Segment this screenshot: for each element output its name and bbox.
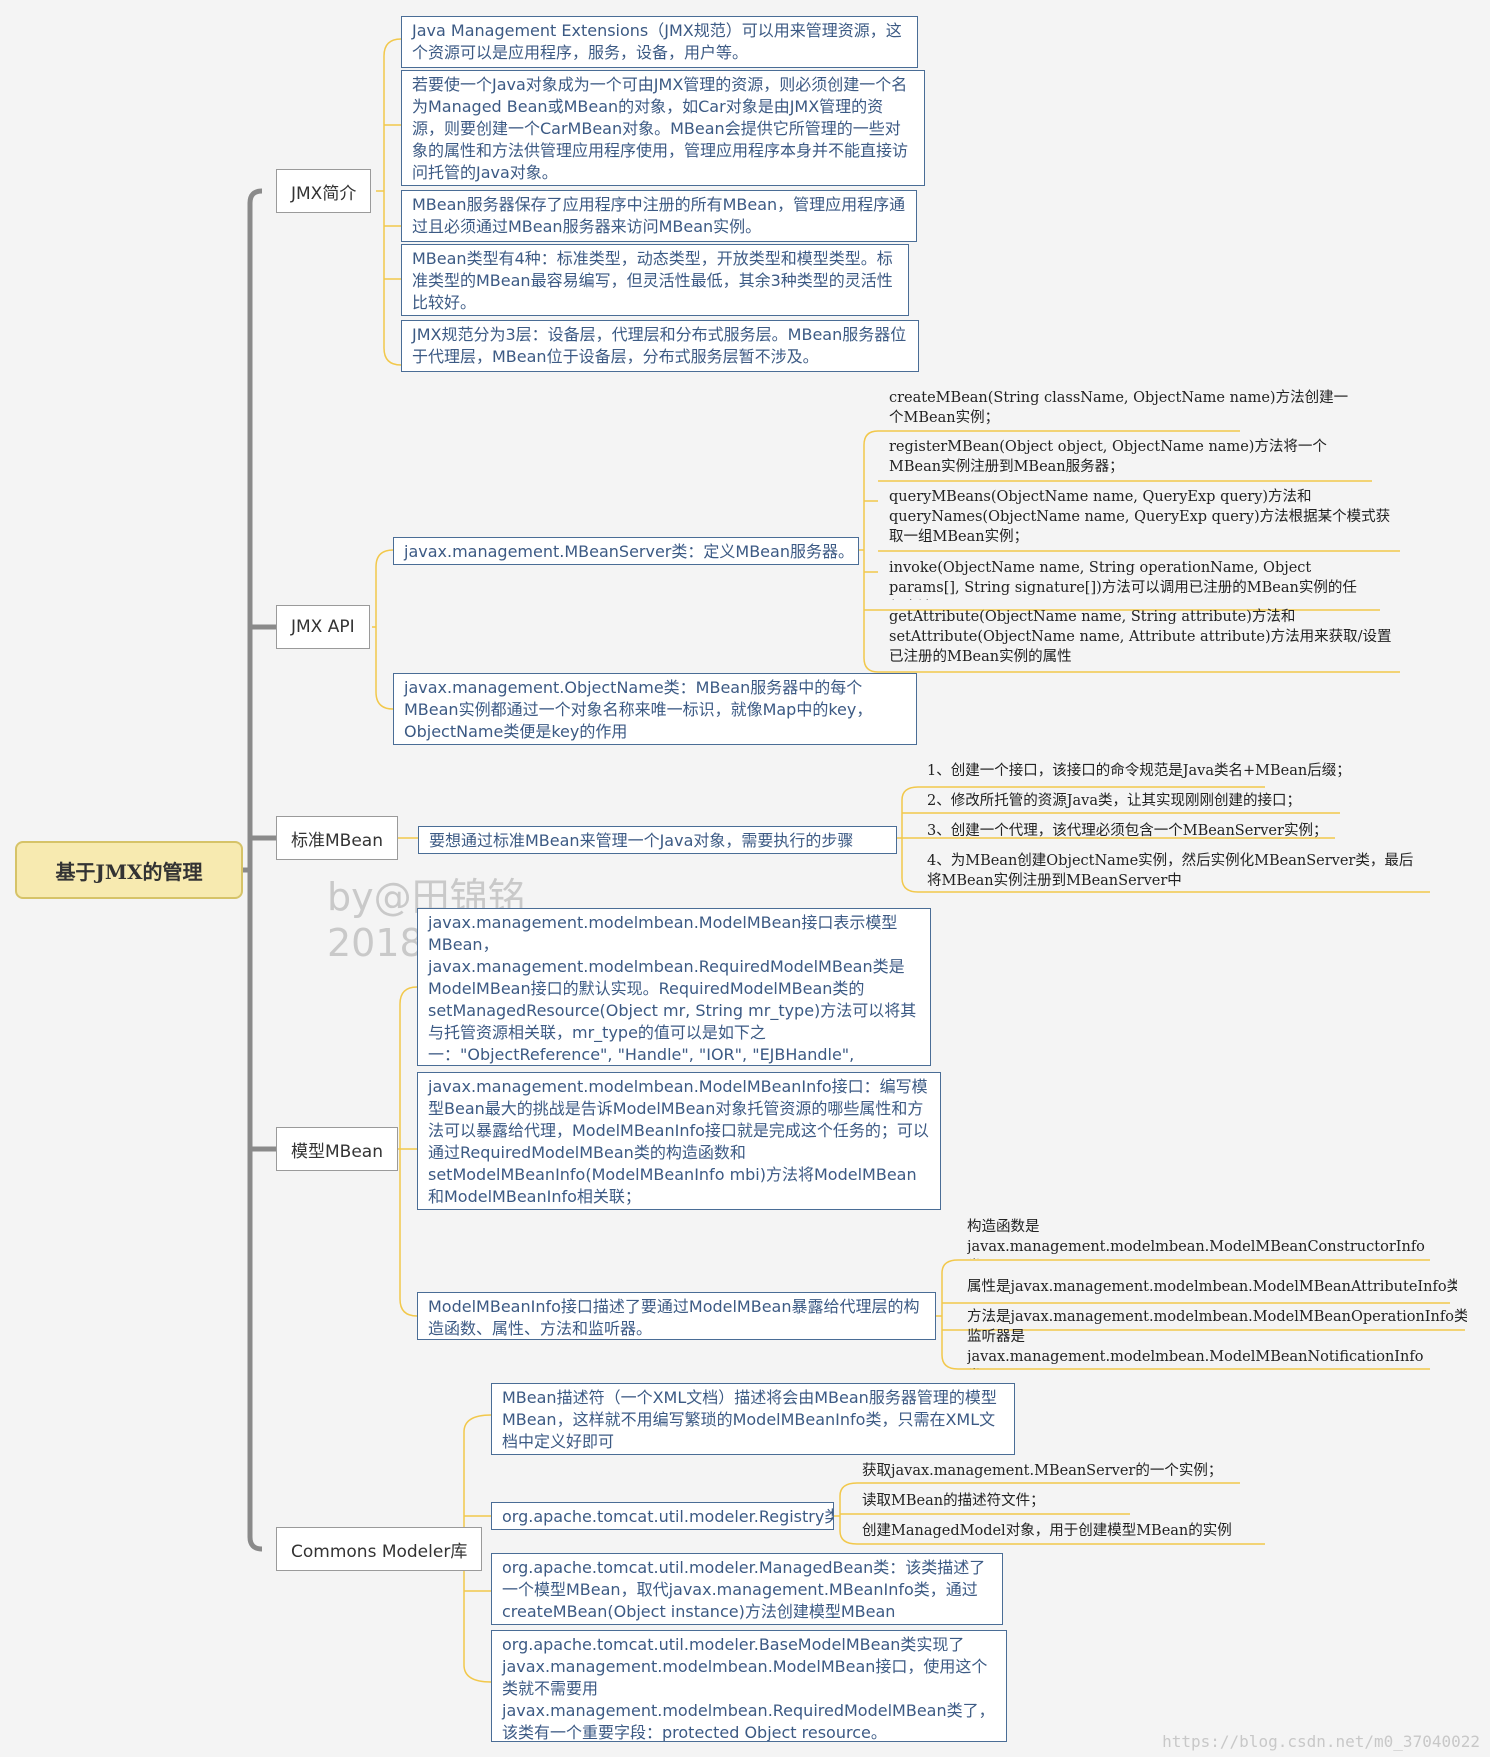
mbeanserver-class-node[interactable]: javax.management.MBeanServer类：定义MBean服务器… xyxy=(393,537,859,565)
step-3: 3、创建一个代理，该代理必须包含一个MBeanServer实例； xyxy=(927,823,1328,839)
registry-class-node[interactable]: org.apache.tomcat.util.modeler.Registry类 xyxy=(491,1502,834,1530)
intro-note-3[interactable]: MBean服务器保存了应用程序中注册的所有MBean，管理应用程序通过且必须通过… xyxy=(401,190,917,242)
method-getattribute: getAttribute(ObjectName name, String att… xyxy=(889,609,1392,665)
step-4: 4、为MBean创建ObjectName实例，然后实例化MBeanServer类… xyxy=(927,853,1414,889)
info-operation: 方法是javax.management.modelmbean.ModelMBea… xyxy=(967,1309,1467,1325)
standard-mbean-steps-node[interactable]: 要想通过标准MBean来管理一个Java对象，需要执行的步骤 xyxy=(418,826,897,854)
method-invoke: invoke(ObjectName name, String operation… xyxy=(889,560,1357,596)
modelmbeaninfo-description-node[interactable]: ModelMBeanInfo接口描述了要通过ModelMBean暴露给代理层的构… xyxy=(417,1292,936,1340)
managedbean-class-node[interactable]: org.apache.tomcat.util.modeler.ManagedBe… xyxy=(491,1553,1003,1625)
mbean-descriptor-node[interactable]: MBean描述符（一个XML文档）描述将会由MBean服务器管理的模型MBean… xyxy=(491,1383,1015,1455)
registry-item-1: 获取javax.management.MBeanServer的一个实例； xyxy=(862,1463,1223,1479)
topic-commons-modeler[interactable]: Commons Modeler库 xyxy=(276,1527,483,1571)
topic-standard-mbean[interactable]: 标准MBean xyxy=(276,816,398,860)
step-2: 2、修改所托管的资源Java类，让其实现刚刚创建的接口； xyxy=(927,793,1302,809)
registry-item-3: 创建ManagedModel对象，用于创建模型MBean的实例 xyxy=(862,1523,1232,1539)
method-querymbeans: queryMBeans(ObjectName name, QueryExp qu… xyxy=(889,489,1391,545)
step-1: 1、创建一个接口，该接口的命令规范是Java类名+MBean后缀； xyxy=(927,763,1351,779)
modelmbean-interface-node[interactable]: javax.management.modelmbean.ModelMBean接口… xyxy=(417,908,931,1066)
root-topic[interactable]: 基于JMX的管理 xyxy=(15,841,243,899)
info-constructor: 构造函数是javax.management.modelmbean.ModelMB… xyxy=(967,1219,1425,1255)
intro-note-5[interactable]: JMX规范分为3层：设备层，代理层和分布式服务层。MBean服务器位于代理层，M… xyxy=(401,320,919,372)
basemodelmbean-class-node[interactable]: org.apache.tomcat.util.modeler.BaseModel… xyxy=(491,1630,1007,1742)
topic-model-mbean[interactable]: 模型MBean xyxy=(276,1127,398,1171)
modelmbeaninfo-interface-node[interactable]: javax.management.modelmbean.ModelMBeanIn… xyxy=(417,1072,941,1210)
method-registermbean: registerMBean(Object object, ObjectName … xyxy=(889,439,1327,475)
intro-note-2[interactable]: 若要使一个Java对象成为一个可由JMX管理的资源，则必须创建一个名为Manag… xyxy=(401,70,925,186)
info-attribute: 属性是javax.management.modelmbean.ModelMBea… xyxy=(967,1279,1457,1295)
method-creatembean: createMBean(String className, ObjectName… xyxy=(889,390,1349,426)
objectname-class-node[interactable]: javax.management.ObjectName类：MBean服务器中的每… xyxy=(393,673,917,745)
registry-item-2: 读取MBean的描述符文件； xyxy=(862,1493,1045,1509)
intro-note-1[interactable]: Java Management Extensions（JMX规范）可以用来管理资… xyxy=(401,16,918,68)
topic-jmx-intro[interactable]: JMX简介 xyxy=(276,169,372,213)
csdn-watermark: https://blog.csdn.net/m0_37040022 xyxy=(1162,1732,1480,1751)
topic-jmx-api[interactable]: JMX API xyxy=(276,605,370,649)
intro-note-4[interactable]: MBean类型有4种：标准类型，动态类型，开放类型和模型类型。标准类型的MBea… xyxy=(401,244,909,316)
info-notification: 监听器是javax.management.modelmbean.ModelMBe… xyxy=(967,1329,1424,1365)
